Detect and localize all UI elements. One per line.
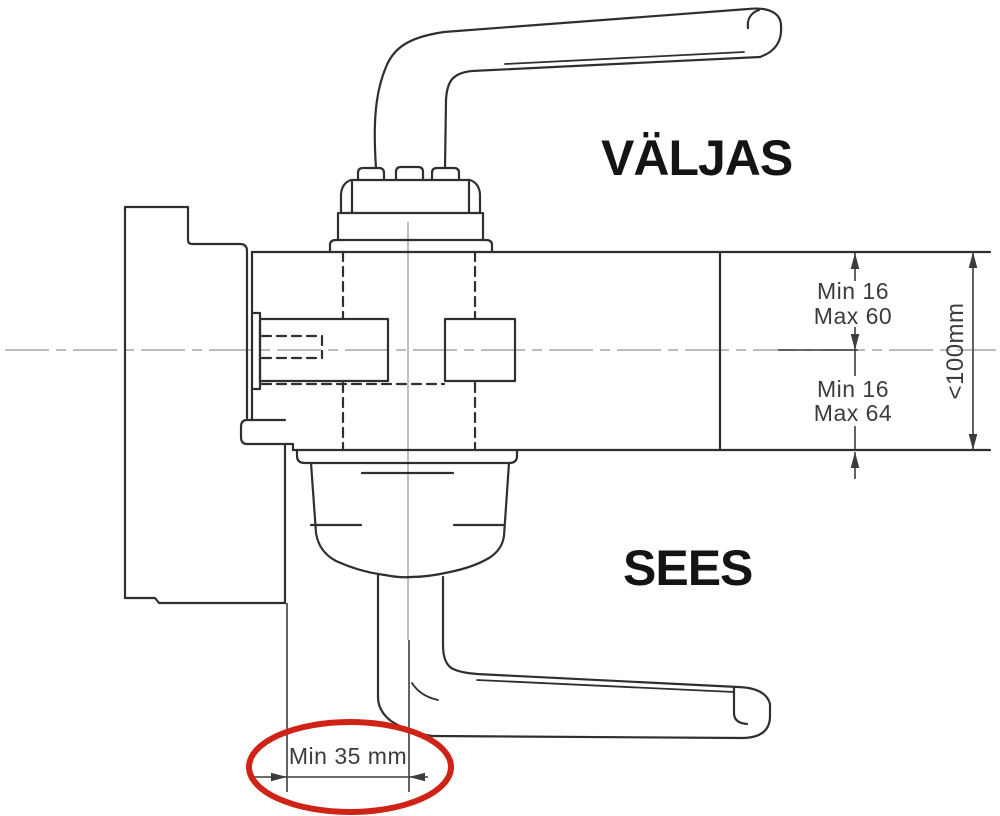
outside-handle-tip-inner-line (746, 8, 761, 30)
inside-handle-tip-and-bottom (430, 685, 772, 740)
door-bottom-edge (123, 205, 287, 605)
outside-handle-outline (373, 7, 783, 170)
faceplate-strip (250, 311, 262, 391)
drawing-outlines-group (123, 7, 992, 740)
inside-handle-top-edge (475, 672, 740, 689)
side-labels-group: VÄLJAS SEES (601, 130, 793, 596)
spindle-block-left (258, 317, 390, 383)
upper-offset-min-label: Min 16 (817, 278, 889, 304)
overall-height-label: <100mm (942, 302, 969, 399)
lower-offset-min-label: Min 16 (817, 376, 889, 402)
outside-label: VÄLJAS (601, 130, 792, 186)
dimension-arrowheads (271, 252, 978, 782)
lower-rose-flange (295, 448, 519, 465)
arrowhead-right (271, 772, 287, 782)
dimension-lines-group (252, 252, 978, 792)
upper-rose-cap (339, 178, 482, 215)
upper-rose-flange (328, 238, 494, 254)
arrowhead-down (968, 434, 978, 450)
dimension-labels-group: Min 16 Max 60 Min 16 Max 64 <100mm Min 3… (289, 278, 969, 769)
lower-rose-cup (309, 461, 511, 579)
door-edge-profile (123, 205, 249, 420)
hidden-lines-group (260, 250, 477, 452)
inside-handle-tip-inner-line (732, 686, 749, 726)
arrowhead-down (850, 334, 860, 350)
inside-handle-neck-right (441, 575, 479, 676)
inside-handle-contour-line (476, 679, 735, 693)
inside-handle-neck-fillet (411, 682, 439, 701)
inside-handle-neck-left (376, 573, 434, 738)
upper-offset-max-label: Max 60 (814, 303, 892, 329)
red-highlight-ellipse (246, 719, 454, 815)
lower-offset-max-label: Max 64 (814, 400, 892, 426)
upper-rose-lug (394, 165, 425, 181)
arrowhead-left (409, 772, 425, 782)
arrowhead-up (968, 252, 978, 268)
inside-label: SEES (623, 540, 752, 596)
spindle-block-right (443, 317, 517, 383)
arrowhead-up (850, 253, 860, 269)
handle-clearance-label: Min 35 mm (289, 743, 407, 769)
upper-rose-lug (430, 166, 461, 181)
outside-handle-contour-line (504, 51, 745, 65)
case-foot-tab (239, 418, 295, 452)
arrowhead-up (850, 452, 860, 468)
upper-rose-lug (356, 166, 386, 181)
